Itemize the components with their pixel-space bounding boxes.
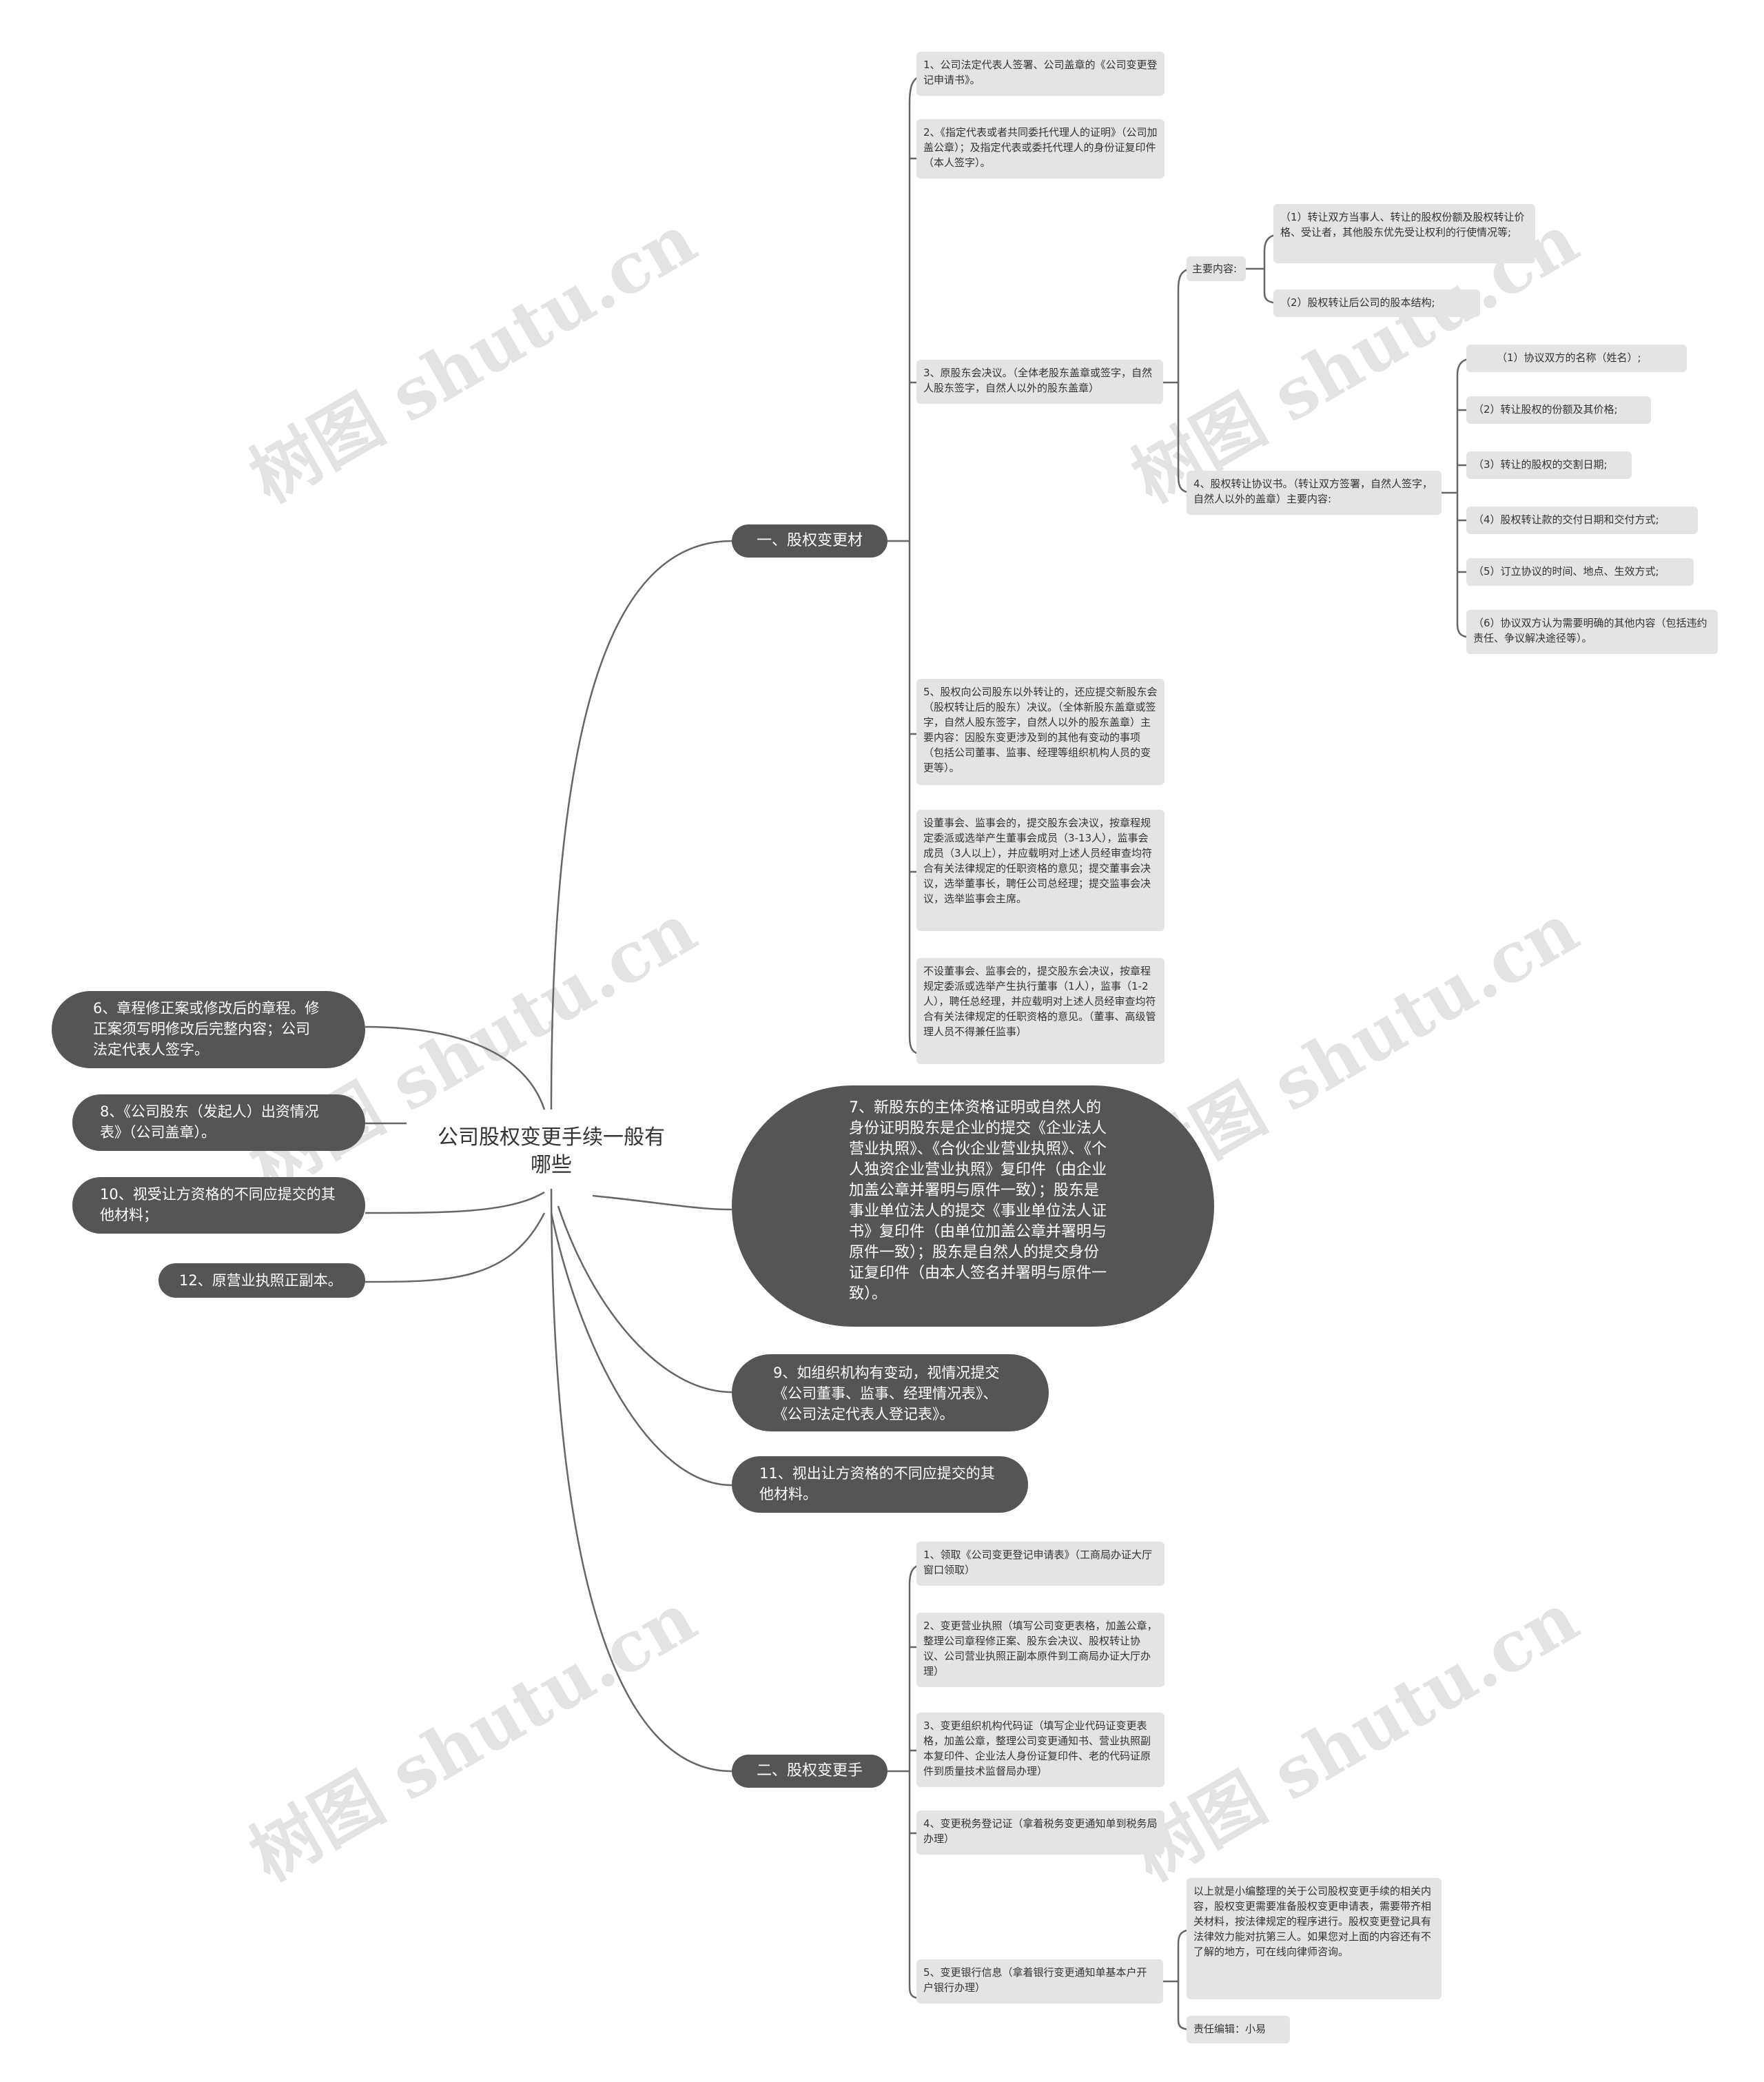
central-topic[interactable]: 公司股权变更手续一般有哪些 — [427, 1120, 675, 1189]
procedure-item-3[interactable]: 3、变更组织机构代码证（填写企业代码证变更表格，加盖公章，整理公司变更通知书、营… — [916, 1713, 1165, 1787]
material-item-4-sub-4[interactable]: （4）股权转让款的交付日期和交付方式; — [1466, 507, 1698, 534]
procedure-item-2[interactable]: 2、变更营业执照（填写公司变更表格，加盖公章，整理公司章程修正案、股东会决议、股… — [916, 1613, 1165, 1687]
editor-credit[interactable]: 责任编辑：小易 — [1187, 2016, 1290, 2043]
procedure-item-5[interactable]: 5、变更银行信息（拿着银行变更通知单基本户开户银行办理） — [916, 1959, 1163, 2003]
branch-materials[interactable]: 一、股权变更材料 — [732, 524, 888, 558]
material-item-6[interactable]: 设董事会、监事会的，提交股东会决议，按章程规定委派或选举产生董事会成员（3-13… — [916, 810, 1165, 931]
material-item-7[interactable]: 不设董事会、监事会的，提交股东会决议，按章程规定委派或选举产生执行董事（1人），… — [916, 958, 1165, 1064]
node-12-business-license[interactable]: 12、原营业执照正副本。 — [158, 1263, 365, 1298]
node-8-contribution-table[interactable]: 8、《公司股东（发起人）出资情况表》（公司盖章）。 — [72, 1094, 365, 1151]
material-item-3[interactable]: 3、原股东会决议。（全体老股东盖章或签字，自然人股东签字，自然人以外的股东盖章） — [916, 360, 1163, 404]
material-item-5[interactable]: 5、股权向公司股东以外转让的，还应提交新股东会（股权转让后的股东）决议。（全体新… — [916, 679, 1165, 785]
branch-procedures[interactable]: 二、股权变更手续 — [732, 1755, 888, 1788]
node-7-new-shareholder-docs[interactable]: 7、新股东的主体资格证明或自然人的身份证明股东是企业的提交《企业法人营业执照》、… — [732, 1085, 1214, 1327]
node-10-other-materials[interactable]: 10、视受让方资格的不同应提交的其他材料； — [72, 1177, 365, 1234]
material-item-4-sub-5[interactable]: （5）订立协议的时间、地点、生效方式; — [1466, 558, 1694, 586]
material-item-4-sub-3[interactable]: （3）转让的股权的交割日期; — [1466, 451, 1632, 479]
material-item-2[interactable]: 2、《指定代表或者共同委托代理人的证明》（公司加盖公章）；及指定代表或委托代理人… — [916, 119, 1165, 178]
material-item-4-sub-6[interactable]: （6）协议双方认为需要明确的其他内容（包括违约责任、争议解决途径等）。 — [1466, 610, 1718, 654]
material-item-3-sub-1[interactable]: （1）转让双方当事人、转让的股权份额及股权转让价格、受让者，其他股东优先受让权利… — [1273, 204, 1535, 263]
material-item-1[interactable]: 1、公司法定代表人签署、公司盖章的《公司变更登记申请书》。 — [916, 52, 1165, 96]
procedure-summary-note[interactable]: 以上就是小编整理的关于公司股权变更手续的相关内容，股权变更需要准备股权变更申请表… — [1187, 1878, 1442, 1999]
material-item-4[interactable]: 4、股权转让协议书。（转让双方签署，自然人签字，自然人以外的盖章）主要内容: — [1187, 471, 1442, 515]
procedure-item-1[interactable]: 1、领取《公司变更登记申请表》（工商局办证大厅窗口领取） — [916, 1542, 1165, 1586]
material-item-4-sub-2[interactable]: （2）转让股权的份额及其价格; — [1466, 396, 1651, 424]
procedure-item-4[interactable]: 4、变更税务登记证（拿着税务变更通知单到税务局办理） — [916, 1810, 1165, 1855]
material-item-3-main[interactable]: 主要内容: — [1187, 256, 1246, 281]
material-item-3-sub-2[interactable]: （2）股权转让后公司的股本结构; — [1273, 289, 1480, 317]
node-6-articles-amendment[interactable]: 6、章程修正案或修改后的章程。修正案须写明修改后完整内容；公司法定代表人签字。 — [52, 991, 365, 1068]
node-9-organization-change[interactable]: 9、如组织机构有变动，视情况提交《公司董事、监事、经理情况表》、《公司法定代表人… — [732, 1354, 1049, 1431]
node-11-other-materials[interactable]: 11、视出让方资格的不同应提交的其他材料。 — [732, 1456, 1028, 1513]
material-item-4-sub-1[interactable]: （1）协议双方的名称（姓名）; — [1466, 345, 1687, 372]
